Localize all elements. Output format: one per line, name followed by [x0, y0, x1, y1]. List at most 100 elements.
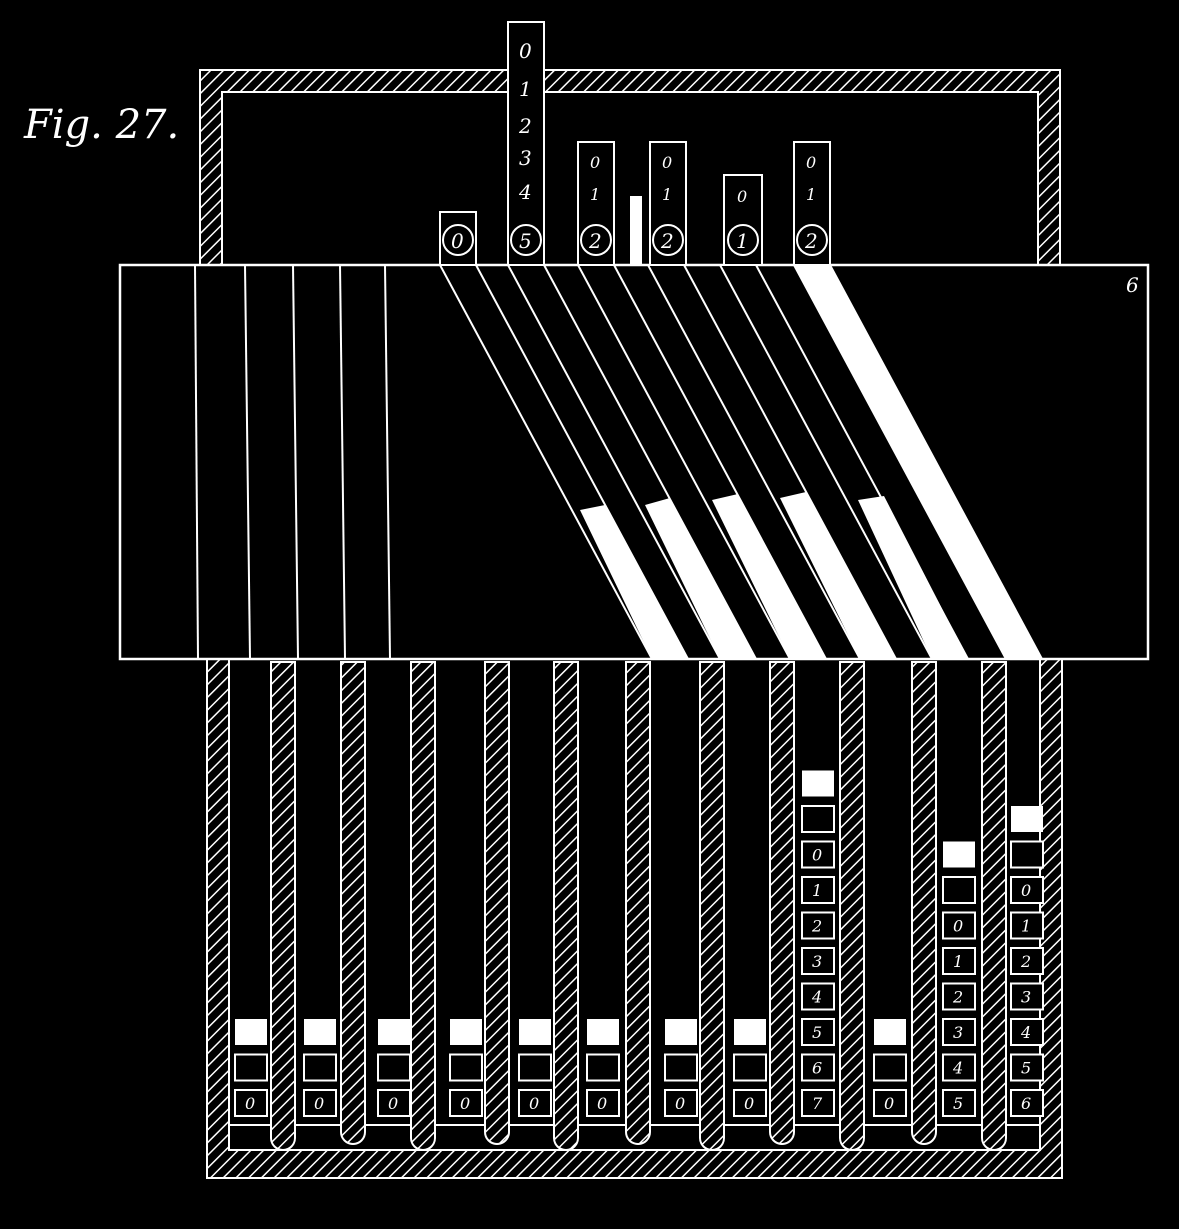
- result-digit: 0: [744, 1094, 754, 1113]
- result-digit: 0: [675, 1094, 685, 1113]
- empty-slot: [664, 1053, 698, 1082]
- empty-slot: [303, 1053, 337, 1082]
- separator-tube: [699, 661, 725, 1151]
- output-column: 0: [449, 1019, 483, 1117]
- counter-cap: [874, 1019, 906, 1045]
- result-digit: 6: [1021, 1094, 1031, 1113]
- result-digit: 0: [884, 1094, 894, 1113]
- rod-digit: 1: [662, 185, 672, 204]
- rod-setting-circle: [510, 224, 542, 256]
- stack-digit: 2: [952, 988, 963, 1007]
- result-digit-box: [942, 1089, 976, 1117]
- empty-slot: [234, 1053, 268, 1082]
- result-digit: 0: [388, 1094, 398, 1113]
- plate-divider: [292, 264, 299, 660]
- plate-divider: [244, 264, 251, 660]
- result-digit-box: [801, 1089, 835, 1117]
- empty-slot: [518, 1053, 552, 1082]
- result-digit-box: [518, 1089, 552, 1117]
- rod-digit: 0: [806, 153, 816, 172]
- stack-digit: 2: [811, 917, 822, 936]
- separator-tube: [270, 661, 296, 1151]
- separator-tube: [340, 661, 366, 1145]
- stack-digit-box: [801, 947, 835, 975]
- separator-tube: [625, 661, 651, 1145]
- stack-digit: 0: [812, 846, 822, 865]
- stack-digit-box: [801, 1053, 835, 1082]
- result-digit-box: [733, 1089, 767, 1117]
- rod-setting: 0: [451, 229, 464, 253]
- rod-setting: 5: [519, 229, 532, 253]
- indicator-bar: [630, 196, 642, 265]
- channel-fill: [780, 492, 896, 659]
- result-digit-box: [586, 1089, 620, 1117]
- output-column: 0: [518, 1019, 552, 1117]
- input-rods: 0 1 2 3 4 5 0 0 1 2 0 1 2 0 1 0 1 2: [439, 21, 831, 266]
- result-digit: 0: [529, 1094, 539, 1113]
- empty-slot: [1010, 840, 1044, 869]
- separator-tube: [410, 661, 436, 1151]
- counter-cap: [1011, 806, 1043, 832]
- rod-setting-circle: [442, 224, 474, 256]
- rod-setting-circle: [727, 224, 759, 256]
- counter-cap: [519, 1019, 551, 1045]
- diagonal-channels: [438, 264, 1044, 660]
- stack-digit: 1: [812, 881, 822, 900]
- counter-cap: [665, 1019, 697, 1045]
- rod-digit: 0: [662, 153, 672, 172]
- separator-tube: [484, 661, 510, 1145]
- result-digit: 0: [597, 1094, 607, 1113]
- channel-fill: [858, 496, 968, 659]
- column-separators: [270, 661, 1007, 1151]
- counter-cap: [235, 1019, 267, 1045]
- plate-label: 6: [1126, 273, 1139, 297]
- result-digit: 0: [314, 1094, 324, 1113]
- output-column: 0: [303, 1019, 337, 1117]
- counter-cap: [734, 1019, 766, 1045]
- rod-setting: 1: [736, 229, 749, 253]
- rod-setting-circle: [652, 224, 684, 256]
- empty-slot: [942, 876, 976, 904]
- stack-digit: 1: [953, 952, 963, 971]
- separator-tube: [911, 661, 937, 1145]
- stack-digit-box: [942, 982, 976, 1011]
- rod-digit: 2: [518, 114, 532, 138]
- empty-slot: [733, 1053, 767, 1082]
- stack-digit: 0: [953, 917, 963, 936]
- stack-digit: 3: [953, 1023, 963, 1042]
- rod-setting-circle: [580, 224, 612, 256]
- counter-cap: [378, 1019, 410, 1045]
- output-column: 0: [234, 1019, 268, 1117]
- stack-digit-box: [801, 876, 835, 904]
- rod-digit: 1: [519, 77, 532, 101]
- result-digit-box: [1010, 1089, 1044, 1117]
- separator-tube: [769, 661, 795, 1145]
- stack-digit: 2: [1020, 952, 1031, 971]
- stack-digit-box: [801, 982, 835, 1011]
- channel-fill: [580, 505, 688, 659]
- result-digit: 7: [812, 1094, 823, 1113]
- rod-digit: 3: [519, 146, 532, 170]
- output-column: 0: [733, 1019, 767, 1117]
- stack-digit: 6: [812, 1059, 822, 1078]
- rod-digit: 0: [519, 39, 532, 63]
- rod-digit: 0: [590, 153, 600, 172]
- separator-tube: [839, 661, 865, 1151]
- stack-digit: 4: [952, 1059, 963, 1078]
- stack-digit-box: [942, 1053, 976, 1082]
- rod-digit: 1: [806, 185, 816, 204]
- rod-setting: 2: [660, 229, 674, 253]
- result-digit: 0: [245, 1094, 255, 1113]
- stack-digit-box: [1010, 947, 1044, 975]
- plate-divider: [339, 264, 346, 660]
- result-digit-box: [303, 1089, 337, 1117]
- result-digit-box: [664, 1089, 698, 1117]
- rod-setting: 2: [588, 229, 602, 253]
- stack-digit-box: [1010, 876, 1044, 904]
- channel-fill: [645, 498, 756, 659]
- counter-cap: [304, 1019, 336, 1045]
- stack-digit-box: [1010, 982, 1044, 1011]
- stack-digit-box: [942, 947, 976, 975]
